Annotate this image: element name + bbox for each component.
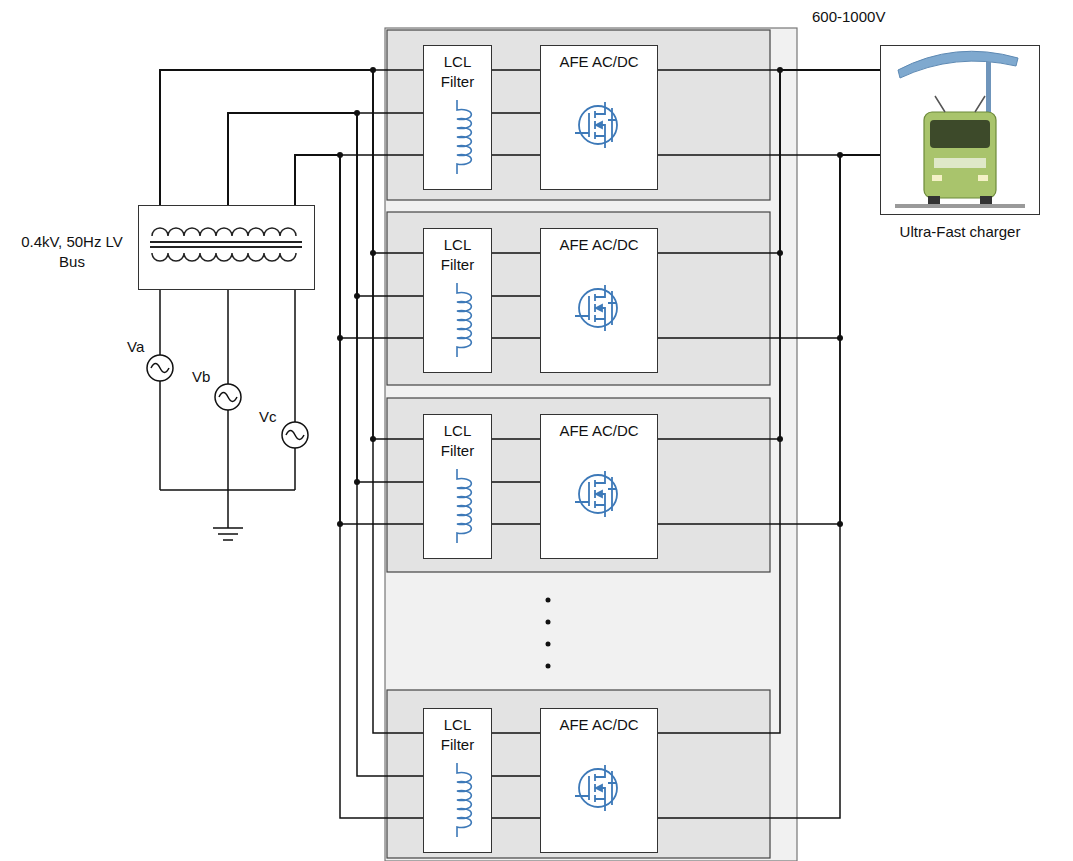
voltage-label: 600-1000V <box>812 8 885 26</box>
transformer-windings <box>150 228 302 261</box>
wire-connector <box>160 70 423 524</box>
lcl-filter-box: LCL Filter <box>423 45 492 190</box>
junction-dots <box>337 67 843 527</box>
afe-converter-box: AFE AC/DC <box>540 708 658 853</box>
wire-connector <box>492 733 540 818</box>
charger-box: Ultra-Fast charger <box>880 45 1040 215</box>
wire-connector <box>658 70 880 524</box>
box-label: LCL Filter <box>428 235 487 274</box>
lcl-filter-box: LCL Filter <box>423 708 492 853</box>
wire-connector <box>160 70 423 338</box>
box-label: LCL Filter <box>428 421 487 460</box>
box-fills <box>138 45 1040 853</box>
box-label: Ultra-Fast charger <box>900 222 1021 242</box>
box-label: LCL Filter <box>428 715 487 754</box>
box-label: AFE AC/DC <box>545 52 653 72</box>
wire-connector <box>492 70 540 155</box>
box-label: AFE AC/DC <box>545 421 653 441</box>
source-label: Vc <box>259 408 277 426</box>
wire-connector <box>658 70 880 155</box>
transformer: 0.4kV, 50Hz LV Bus <box>138 205 315 290</box>
wire-connector <box>658 70 880 818</box>
box-label: AFE AC/DC <box>545 715 653 735</box>
lcl-filter-box: LCL Filter <box>423 228 492 373</box>
box-label: LCL Filter <box>428 52 487 91</box>
mosfet-symbol <box>575 102 617 811</box>
wire-connector <box>658 70 880 338</box>
afe-converter-box: AFE AC/DC <box>540 45 658 190</box>
source-label: Va <box>127 338 144 356</box>
ellipsis-dots <box>546 598 551 669</box>
wire-connector <box>160 70 423 205</box>
module-panels <box>387 30 770 858</box>
afe-converter-box: AFE AC/DC <box>540 228 658 373</box>
bus-charger-illustration <box>895 51 1025 208</box>
wire-connector <box>492 253 540 338</box>
afe-converter-box: AFE AC/DC <box>540 414 658 559</box>
module-rack <box>385 28 797 861</box>
source-wiring <box>147 290 308 540</box>
box-label: 0.4kV, 50Hz LV Bus <box>13 232 131 271</box>
lcl-filter-box: LCL Filter <box>423 414 492 559</box>
source-label: Vb <box>192 368 210 386</box>
box-label: AFE AC/DC <box>545 235 653 255</box>
wire-connector <box>492 439 540 524</box>
wire-connector <box>160 70 423 818</box>
